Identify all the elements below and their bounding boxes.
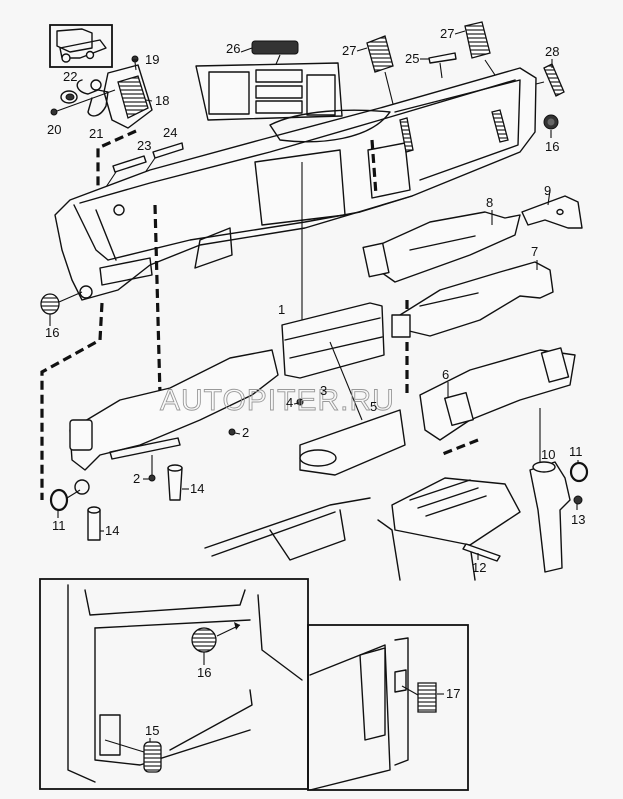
callout-18: 18 [155,93,169,108]
part-2-screw-b[interactable] [148,455,156,482]
callout-2b: 2 [133,471,140,486]
callout-20: 20 [47,122,61,137]
instrument-panel-frame [195,62,343,121]
part-3-center-duct[interactable] [281,302,385,379]
callout-27-right: 27 [440,26,454,41]
part-18-vent-housing[interactable] [103,64,153,129]
callout-21: 21 [89,126,103,141]
door-inset-panel [39,578,309,790]
callout-25: 25 [405,51,419,66]
callout-9: 9 [544,183,551,198]
callout-28: 28 [545,44,559,59]
callout-6: 6 [442,367,449,382]
callout-16-left: 16 [45,325,59,340]
part-16-round-vent-top[interactable] [543,114,559,130]
part-16-round-vent-door[interactable] [191,622,241,653]
callout-leaders [49,30,579,742]
callout-12: 12 [472,560,486,575]
callout-19: 19 [145,52,159,67]
callout-3: 3 [320,383,327,398]
part-7-right-lower-duct[interactable] [391,261,554,338]
callout-16-top: 16 [545,139,559,154]
callout-labels: 1 2 2 3 4 5 6 7 8 9 10 11 11 12 13 14 14… [45,26,585,738]
callout-27-left: 27 [342,43,356,58]
part-16-round-vent-left[interactable] [40,291,83,315]
left-lower-duct[interactable] [69,349,279,495]
part-14-hose-b[interactable] [87,506,101,541]
floor-outline [204,497,371,561]
callout-11-right: 11 [569,444,583,459]
callout-10: 10 [541,447,555,462]
callout-14a: 14 [190,481,204,496]
callout-8: 8 [486,195,493,210]
callout-2a: 2 [242,425,249,440]
part-20-screw[interactable] [50,89,116,116]
callout-22: 22 [63,69,77,84]
part-5-defroster-nozzle[interactable] [299,341,406,476]
part-25-grille[interactable] [428,52,457,79]
truck-thumbnail-icon [49,24,113,68]
callout-17: 17 [446,686,460,701]
callout-24: 24 [163,125,177,140]
callout-4: 4 [286,395,293,410]
callout-13: 13 [571,512,585,527]
callout-16-door: 16 [197,665,211,680]
part-11-ring-left[interactable] [49,488,81,512]
part-22-knob[interactable] [60,90,78,104]
callout-26: 26 [226,41,240,56]
watermark: AUTOPITER.RU [160,384,395,417]
part-9-side-window-nozzle[interactable] [521,195,583,229]
side-inset-panel [307,624,469,791]
part-10-vertical-duct[interactable] [529,408,571,573]
heater-unit [377,477,521,581]
callout-23: 23 [137,138,151,153]
part-2-screw-a[interactable] [228,428,236,436]
callout-15: 15 [145,723,159,738]
part-8-right-upper-duct[interactable] [362,211,521,283]
part-14-hose-a[interactable] [167,464,183,501]
part-13-nut[interactable] [573,495,583,505]
part-6-duct-connector[interactable] [419,347,576,441]
part-15-door-vent[interactable] [104,739,162,773]
callout-7: 7 [531,244,538,259]
part-11-ring-right[interactable] [569,461,589,483]
part-1-dashboard[interactable] [54,67,537,301]
part-17-side-vent[interactable] [401,682,437,713]
callout-1: 1 [278,302,285,317]
part-12-seal-strip[interactable] [462,543,501,562]
callout-11-left: 11 [52,518,66,533]
callout-14b: 14 [105,523,119,538]
callout-5: 5 [370,399,377,414]
